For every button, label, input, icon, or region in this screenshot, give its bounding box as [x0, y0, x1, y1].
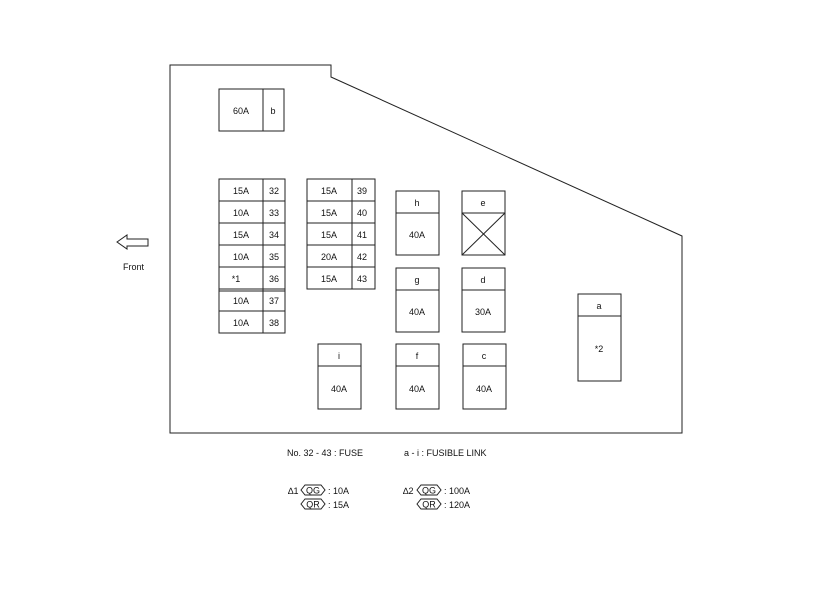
fusible-link-i: i 40A — [317, 343, 362, 410]
fuse-41-num: 41 — [357, 230, 367, 240]
fuse-34-num: 34 — [269, 230, 279, 240]
fuse-41-amp: 15A — [321, 230, 337, 240]
fuse-36-num: 36 — [269, 274, 279, 284]
link-f-id: f — [416, 351, 419, 361]
link-a-id: a — [596, 301, 601, 311]
fuse-35-num: 35 — [269, 252, 279, 262]
link-a-amp: *2 — [595, 344, 604, 354]
link-d-id: d — [480, 275, 485, 285]
note1-qg-code: QG — [306, 486, 320, 496]
link-f-amp: 40A — [409, 384, 425, 394]
fuse-36-amp: *1 — [232, 274, 241, 284]
note1-qr-value: : 15A — [328, 500, 349, 510]
note2-mark: ∆2 — [403, 486, 414, 496]
link-i-amp: 40A — [331, 384, 347, 394]
fuse-33-amp: 10A — [233, 208, 249, 218]
fusible-link-h: h 40A — [395, 190, 440, 256]
legend-fuse-range: No. 32 - 43 : FUSE — [287, 448, 363, 458]
link-d-amp: 30A — [475, 307, 491, 317]
note2-qg-code: QG — [422, 486, 436, 496]
fusible-link-d: d 30A — [461, 267, 506, 333]
fuse-42-num: 42 — [357, 252, 367, 262]
note1-qr-code: QR — [306, 500, 320, 510]
fuse-38-amp: 10A — [233, 318, 249, 328]
fuse-40-amp: 15A — [321, 208, 337, 218]
link-g-amp: 40A — [409, 307, 425, 317]
fuse-35-amp: 10A — [233, 252, 249, 262]
link-h-id: h — [414, 198, 419, 208]
note2-qr-badge: QR — [416, 498, 442, 510]
fuse-39-amp: 15A — [321, 186, 337, 196]
fuse-60a: 60A b — [218, 88, 285, 132]
fusible-link-a: a *2 — [577, 293, 622, 382]
fuse-37-num: 37 — [269, 296, 279, 306]
fuse-60a-id: b — [270, 106, 275, 116]
fuse-block-outline — [169, 64, 683, 434]
fusible-link-f: f 40A — [395, 343, 440, 410]
link-h-amp: 40A — [409, 230, 425, 240]
link-e-id: e — [480, 198, 485, 208]
fuse-33-num: 33 — [269, 208, 279, 218]
fuse-34-amp: 15A — [233, 230, 249, 240]
fusible-link-c: c 40A — [462, 343, 507, 410]
fuse-39-num: 39 — [357, 186, 367, 196]
fuse-43-num: 43 — [357, 274, 367, 284]
note2-qr-value: : 120A — [444, 500, 470, 510]
fusible-link-e: e — [461, 190, 506, 256]
fuse-42-amp: 20A — [321, 252, 337, 262]
note1-mark: ∆1 — [288, 486, 299, 496]
fuse-38-num: 38 — [269, 318, 279, 328]
fuse-40-num: 40 — [357, 208, 367, 218]
fusible-link-g: g 40A — [395, 267, 440, 333]
legend-link-range: a - i : FUSIBLE LINK — [404, 448, 487, 458]
link-i-id: i — [338, 351, 340, 361]
note2-qr-code: QR — [422, 500, 436, 510]
fuse-column-2: 15A 39 15A 40 15A 41 20A 42 15A 43 — [306, 178, 376, 290]
link-g-id: g — [414, 275, 419, 285]
note2-qg-value: : 100A — [444, 486, 470, 496]
note2-qg-badge: QG — [416, 484, 442, 496]
note1-qg-badge: QG — [300, 484, 326, 496]
front-arrow-icon — [116, 234, 149, 250]
note1-qr-badge: QR — [300, 498, 326, 510]
fuse-60a-amp: 60A — [233, 106, 249, 116]
fuse-37-amp: 10A — [233, 296, 249, 306]
fuse-32-amp: 15A — [233, 186, 249, 196]
front-label: Front — [123, 262, 145, 272]
note1-qg-value: : 10A — [328, 486, 349, 496]
fuse-32-num: 32 — [269, 186, 279, 196]
fuse-43-amp: 15A — [321, 274, 337, 284]
link-c-id: c — [482, 351, 487, 361]
link-c-amp: 40A — [476, 384, 492, 394]
fuse-column-1: 15A 32 10A 33 15A 34 10A 35 *1 36 10A 37… — [218, 178, 286, 334]
